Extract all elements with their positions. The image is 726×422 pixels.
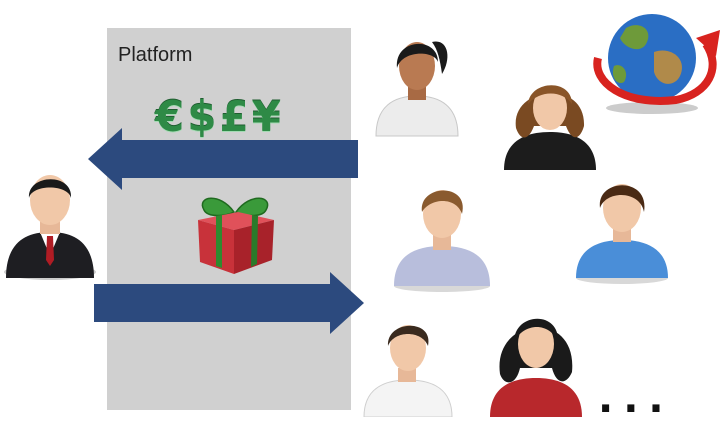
currency-symbols: €$£¥ (155, 92, 284, 141)
user-icon (490, 318, 582, 417)
more-users-ellipsis: ... (598, 376, 674, 422)
user-icon (363, 325, 453, 417)
right-arrow (94, 272, 364, 334)
user-icon (375, 41, 459, 137)
platform-label: Platform (118, 44, 193, 66)
gift-icon (198, 197, 274, 274)
user-icon (576, 184, 668, 284)
user-icon (504, 85, 596, 170)
left-arrow (88, 128, 358, 190)
merchant-icon (4, 175, 96, 280)
globe-icon (593, 14, 720, 114)
user-icon (394, 190, 490, 292)
